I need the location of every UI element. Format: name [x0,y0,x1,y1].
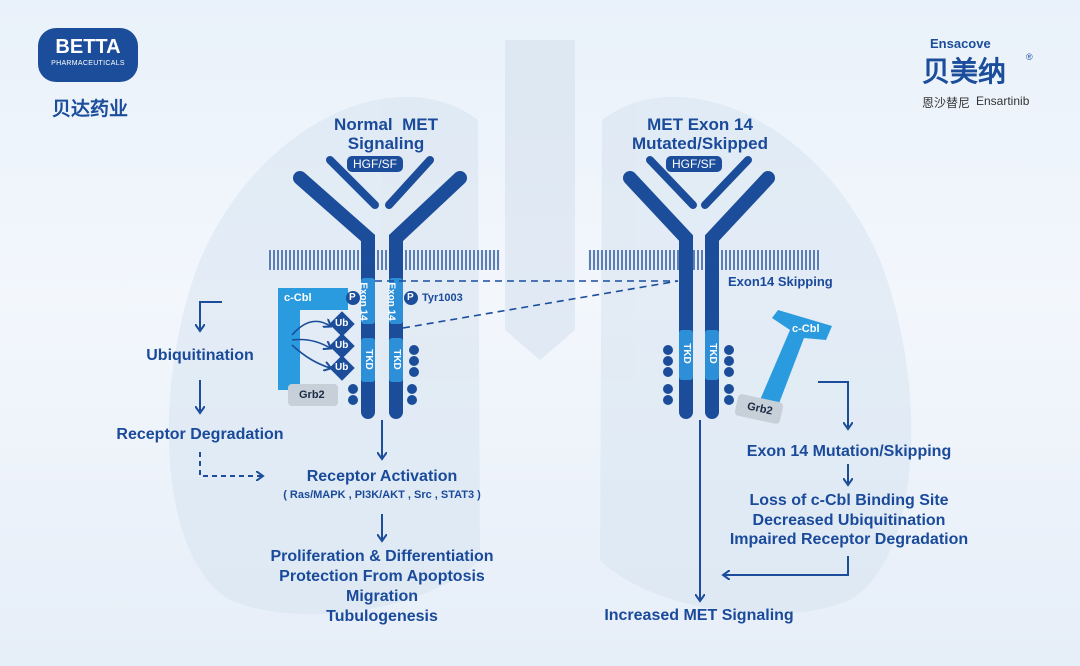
right-c-cbl-label: c-Cbl [792,323,820,335]
right-tkd-label-b: TKD [706,343,718,364]
left-header-line2: Signaling [347,134,425,153]
left-c-cbl-shape [278,288,348,390]
exon14-mutation-label: Exon 14 Mutation/Skipping [746,443,952,460]
right-cell-membrane [588,250,820,270]
left-exon14-label-b: Exon 14 [385,282,397,321]
left-c-cbl-label: c-Cbl [284,292,312,304]
outcome-3: Migration [346,588,418,605]
right-phospho-sites [663,345,734,405]
left-flow-arrows [200,301,382,540]
left-grb2-label: Grb2 [299,389,325,401]
outcome-1: Proliferation & Differentiation [270,548,494,565]
consequence-3: Impaired Receptor Degradation [729,531,969,548]
receptor-activation-label: Receptor Activation [306,468,458,485]
right-tkd-label-a: TKD [680,343,692,364]
exon14-skipping-label: Exon14 Skipping [728,274,833,289]
ubiquitination-label: Ubiquitination [146,347,254,364]
right-header-line1: MET Exon 14 [647,115,753,134]
betta-logo-chinese: 贝达药业 [52,99,129,120]
betta-logo-name: BETTA [55,36,121,58]
tyr1003-label: Tyr1003 [422,292,463,304]
left-tkd-label-b: TKD [390,349,402,370]
pathways-label: ( Ras/MAPK , PI3K/AKT , Src , STAT3 ) [283,489,481,501]
left-cell-membrane [268,250,500,270]
p-label-left-2: P [407,292,414,303]
ub-label-2: Ub [335,340,349,351]
consequence-2: Decreased Ubiquitination [752,512,946,529]
ensacove-logo: Ensacove 贝美纳 ® 恩沙替尼 Ensartinib [922,36,1042,116]
consequence-1: Loss of c-Cbl Binding Site [749,492,949,509]
right-ligand-pill: HGF/SF [666,156,722,172]
left-tkd-label-a: TKD [362,349,374,370]
ubiquitin-chain [329,311,355,381]
p-label-left-1: P [349,292,356,303]
increased-met-signaling-label: Increased MET Signaling [604,607,794,624]
left-grb2-box [288,384,338,406]
right-c-cbl-shape [760,310,832,406]
ensacove-logo-chinese: 贝美纳 [922,56,1007,87]
ensacove-generic-cn: 恩沙替尼 [922,96,971,110]
exon14-skipping-links [375,280,679,329]
ub-label-3: Ub [335,362,349,373]
ub-label-1: Ub [335,318,349,329]
left-ligand-pill: HGF/SF [347,156,403,172]
ensacove-generic-en: Ensartinib [976,94,1030,108]
right-header-line2: Mutated/Skipped [631,134,768,153]
betta-logo: BETTA PHARMACEUTICALS [38,28,138,88]
left-exon14-label-a: Exon 14 [357,282,369,321]
outcome-4: Tubulogenesis [326,608,438,625]
left-header-line1: Normal MET [334,115,438,134]
right-flow-arrows [700,381,848,600]
receptor-degradation-label: Receptor Degradation [116,426,284,443]
ensacove-logo-reg: ® [1026,52,1033,62]
betta-logo-subtitle: PHARMACEUTICALS [51,60,125,67]
right-grb2-box [734,394,784,424]
outcome-2: Protection From Apoptosis [279,568,485,585]
left-phospho-sites [346,291,419,405]
ensacove-logo-name: Ensacove [930,36,991,51]
